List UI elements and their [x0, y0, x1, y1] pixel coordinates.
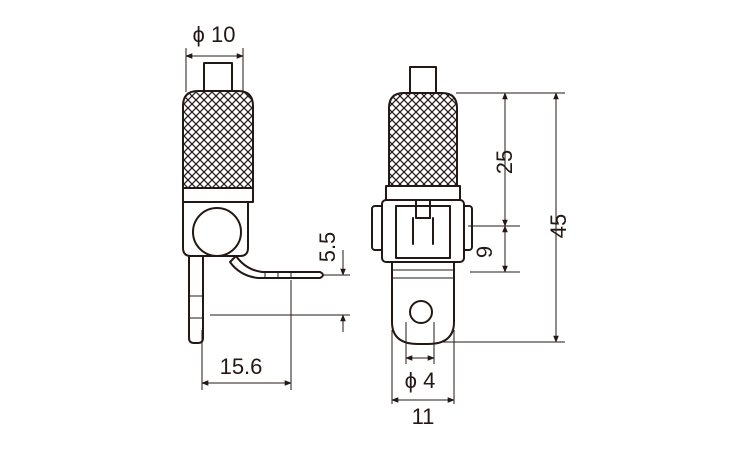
front-collar — [385, 185, 461, 201]
front-knurled-body — [388, 92, 458, 187]
front-spring — [412, 199, 434, 245]
front-view: 25 9 45 ϕ 4 11 — [371, 66, 571, 429]
side-collar — [182, 187, 254, 203]
dim-15-6: 15.6 — [220, 354, 263, 379]
front-window — [395, 205, 451, 259]
side-pin — [203, 62, 233, 92]
dim-5-5: 5.5 — [315, 232, 340, 263]
front-pin — [409, 66, 437, 94]
side-ring — [192, 207, 242, 257]
side-plate — [188, 255, 204, 344]
dim-phi4: ϕ 4 — [405, 368, 436, 393]
side-view: ϕ 10 5.5 15.6 — [182, 22, 350, 390]
side-lug — [229, 255, 324, 279]
dim-9: 9 — [472, 246, 497, 258]
side-knurled-body — [182, 90, 254, 189]
dim-phi10: ϕ 10 — [193, 22, 236, 47]
dim-25: 25 — [492, 150, 517, 174]
dim-11: 11 — [412, 404, 435, 429]
dim-45: 45 — [546, 214, 571, 238]
front-hole — [409, 300, 433, 324]
